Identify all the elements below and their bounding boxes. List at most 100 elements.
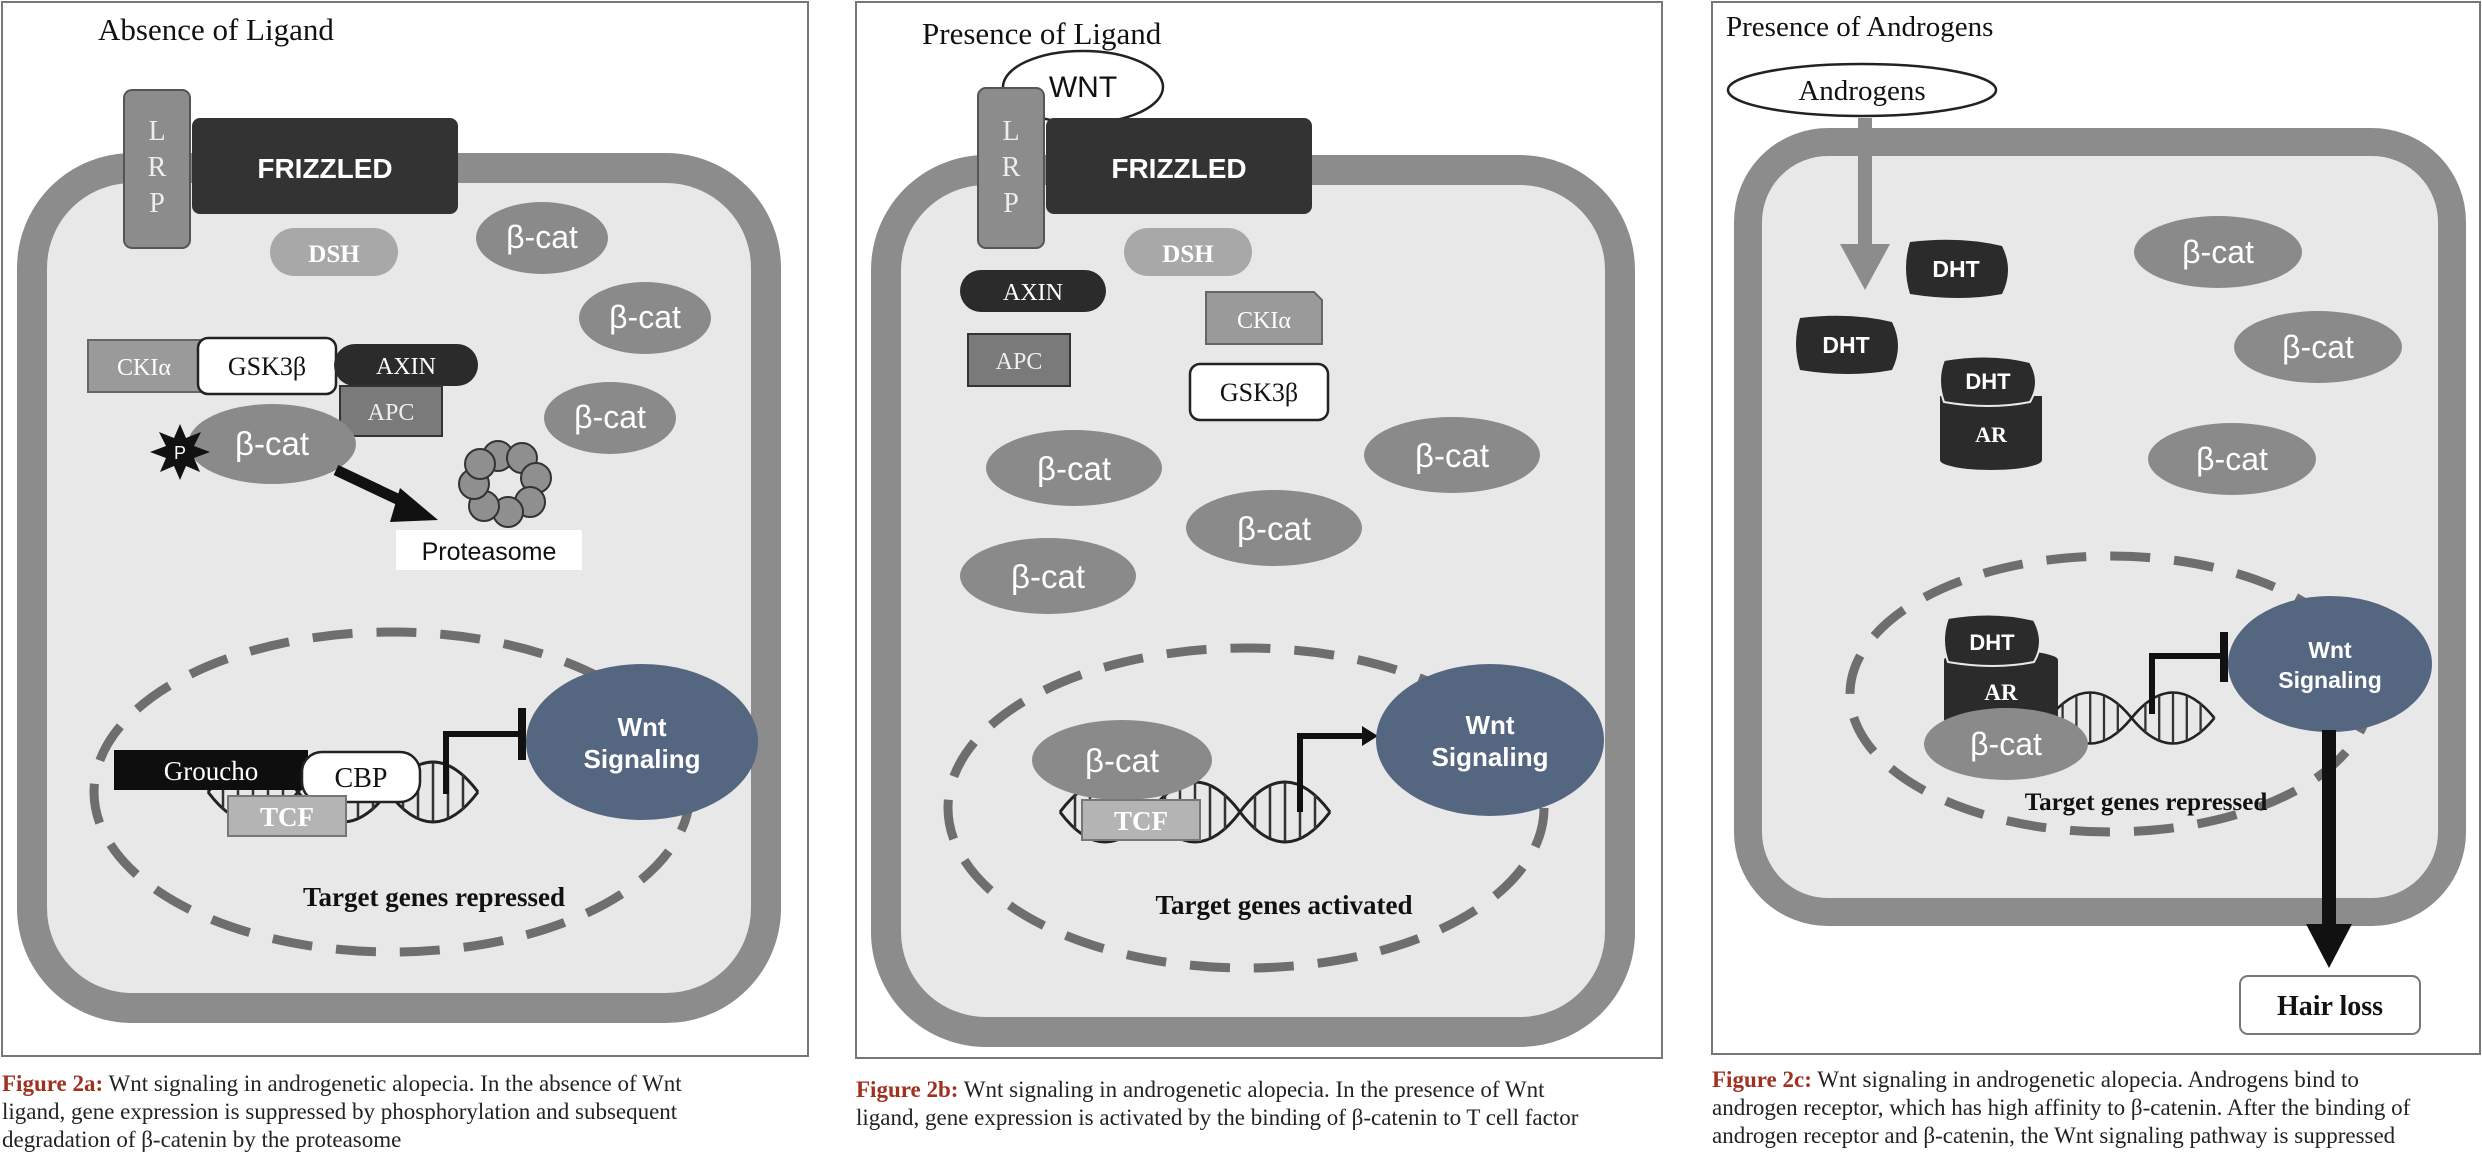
beta-catenin-label: β-cat [574, 399, 646, 435]
beta-catenin [1364, 417, 1540, 493]
frizzled-receptor [1046, 118, 1312, 214]
wnt-signaling-label: Wnt [1465, 710, 1514, 740]
wnt-signaling-label: Signaling [1432, 742, 1549, 772]
panel-c-title: Presence of Androgens [1726, 11, 1993, 43]
wnt-signaling-node [526, 664, 758, 820]
caption-label: Figure 2b: [856, 1077, 959, 1102]
activation-arrow-head [1362, 726, 1378, 746]
caption-line: degradation of β-catenin by the proteaso… [2, 1127, 402, 1152]
nucleus-membrane [943, 643, 1549, 973]
phosphorylated-beta-catenin [188, 404, 356, 484]
target-genes-label: Target genes repressed [2025, 789, 2268, 816]
tcf-label: TCF [1114, 806, 1168, 836]
panel-c: Presence of Androgens Androgens DHT DHT … [1711, 1, 2481, 1055]
dht-label: DHT [1965, 369, 2011, 394]
dht-molecule [1939, 355, 2037, 407]
caption-label: Figure 2c: [1712, 1067, 1812, 1092]
repression-line [2149, 653, 2222, 714]
panel-a-title: Absence of Ligand [98, 12, 334, 47]
lrp-letter-r: R [1002, 152, 1021, 183]
ar-label: AR [1984, 680, 2018, 705]
ar-receptor [1940, 396, 2042, 460]
gsk3b-label: GSK3β [228, 352, 306, 381]
gsk3b-label: GSK3β [1220, 378, 1298, 407]
caption-line: Wnt signaling in androgenetic alopecia. … [958, 1077, 1545, 1102]
caption-figure-2a: Figure 2a: Wnt signaling in androgenetic… [2, 1070, 808, 1154]
beta-catenin-bound [1924, 708, 2088, 780]
lrp-letter-r: R [148, 152, 167, 183]
beta-catenin [544, 382, 676, 454]
apc-protein [967, 333, 1071, 387]
caption-line: Wnt signaling in androgenetic alopecia. … [103, 1071, 682, 1096]
lrp-letter-l: L [148, 116, 165, 147]
beta-catenin-label: β-cat [1037, 450, 1111, 487]
caption-line: ligand, gene expression is suppressed by… [2, 1099, 678, 1124]
axin-label: AXIN [1003, 280, 1063, 306]
beta-catenin-bound [1032, 720, 1212, 800]
ck1a-protein [1205, 291, 1323, 345]
lrp-receptor [123, 89, 191, 249]
wnt-signaling-node [2228, 596, 2432, 732]
ck1a-protein [87, 339, 201, 393]
ar-receptor-bottom [1940, 450, 2042, 470]
frizzled-receptor [192, 118, 458, 214]
beta-catenin-label: β-cat [1415, 437, 1489, 474]
proteasome-icon [458, 440, 552, 528]
dht-label: DHT [1822, 332, 1869, 358]
beta-catenin-label: β-cat [1011, 558, 1085, 595]
panel-a: Absence of Ligand L R P FRIZZLED DSH β-c… [1, 1, 809, 1057]
frizzled-label: FRIZZLED [257, 153, 392, 184]
wnt-signaling-label: Wnt [2308, 637, 2352, 663]
beta-catenin [986, 430, 1162, 506]
cbp-label: CBP [335, 763, 388, 794]
androgens-ligand [1726, 62, 1998, 118]
activation-arrow [1297, 733, 1362, 812]
groucho-protein [114, 750, 308, 790]
lrp-receptor [977, 87, 1045, 249]
wnt-ligand-label: WNT [1049, 71, 1117, 104]
beta-catenin-label: β-cat [1970, 726, 2042, 762]
caption-label: Figure 2a: [2, 1071, 104, 1096]
caption-line: Wnt signaling in androgenetic alopecia. … [1811, 1067, 2359, 1092]
beta-catenin [2148, 423, 2316, 495]
apc-label: APC [368, 400, 415, 426]
axin-protein [960, 270, 1106, 312]
ar-receptor [1944, 660, 2058, 726]
axin-protein [334, 344, 478, 386]
dht-molecule [1906, 239, 2008, 298]
phosphate-star-icon [150, 424, 210, 480]
beta-catenin [476, 202, 608, 274]
androgen-entry-arrow [1858, 118, 1872, 246]
beta-catenin-label: β-cat [1085, 742, 1159, 779]
repression-line [443, 731, 520, 794]
beta-catenin-label: β-cat [2196, 441, 2268, 477]
proteasome-label-box [396, 530, 582, 570]
panel-b-title: Presence of Ligand [922, 16, 1162, 51]
caption-line: ligand, gene expression is activated by … [856, 1105, 1579, 1130]
dsh-protein [1124, 228, 1252, 276]
hair-loss-arrow-head [2306, 924, 2352, 968]
ck1a-label: CKIα [1237, 308, 1291, 334]
dht-molecule [1796, 315, 1898, 374]
beta-catenin-label: β-cat [506, 219, 578, 255]
tcf-protein [227, 795, 347, 837]
wnt-signaling-label: Signaling [584, 744, 701, 774]
hair-loss-box [2239, 975, 2421, 1035]
caption-line: androgen receptor, which has high affini… [1712, 1095, 2411, 1120]
wnt-signaling-node [1376, 664, 1604, 816]
lrp-letter-p: P [149, 188, 165, 219]
groucho-label: Groucho [164, 756, 258, 786]
ar-label: AR [1975, 422, 2008, 447]
phosphate-label: P [174, 443, 186, 463]
beta-catenin-label: β-cat [609, 299, 681, 335]
wnt-signaling-label: Wnt [617, 712, 666, 742]
beta-catenin-label: β-cat [2182, 234, 2254, 270]
androgens-label: Androgens [1798, 75, 1925, 107]
beta-catenin [1186, 490, 1362, 566]
dsh-protein [270, 228, 398, 276]
apc-label: APC [996, 349, 1043, 375]
beta-catenin-label: β-cat [1237, 510, 1311, 547]
beta-catenin [579, 282, 711, 354]
caption-line: androgen receptor and β-catenin, the Wnt… [1712, 1123, 2396, 1148]
degradation-arrow-head [390, 488, 438, 522]
